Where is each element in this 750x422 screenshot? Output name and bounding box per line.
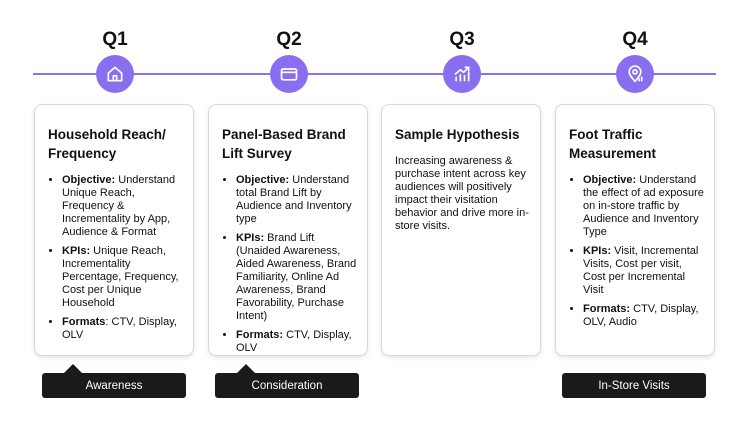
timeline-node-q4 xyxy=(616,55,654,93)
card-icon xyxy=(280,68,298,81)
item-term: Formats: xyxy=(583,303,631,315)
item-term: Objective: xyxy=(583,174,637,186)
card-title: Sample Hypothesis xyxy=(395,127,520,142)
list-item: Formats: CTV, Display, OLV xyxy=(62,316,183,342)
card-q1: Household Reach/ Frequency Objective: Un… xyxy=(34,104,194,356)
item-term: Objective: xyxy=(62,174,116,186)
item-text: CTV, Display, OLV xyxy=(236,329,352,354)
home-icon xyxy=(107,66,123,82)
card-title: Foot Traffic Measurement xyxy=(569,127,657,161)
item-term: KPIs: xyxy=(236,232,265,244)
item-text: : CTV, Display, OLV xyxy=(62,316,177,341)
list-item: Objective: Understand Unique Reach, Freq… xyxy=(62,174,183,239)
item-text: Understand Unique Reach, Frequency & Inc… xyxy=(62,174,176,238)
quarter-label-q1: Q1 xyxy=(102,29,128,50)
card-list: Objective: Understand the effect of ad e… xyxy=(569,174,704,329)
card-list: Objective: Understand total Brand Lift b… xyxy=(222,174,357,355)
quarter-label-q4: Q4 xyxy=(622,29,648,50)
list-item: KPIs: Visit, Incremental Visits, Cost pe… xyxy=(583,245,704,297)
card-q2: Panel-Based Brand Lift Survey Objective:… xyxy=(208,104,368,356)
timeline-node-q3 xyxy=(443,55,481,93)
tag-label: In-Store Visits xyxy=(598,379,670,392)
item-text: Unique Reach, Incrementality Percentage,… xyxy=(62,245,179,309)
item-term: Objective: xyxy=(236,174,290,186)
card-title: Panel-Based Brand Lift Survey xyxy=(222,127,346,161)
card-title: Household Reach/ Frequency xyxy=(48,127,166,161)
growth-chart-icon xyxy=(454,66,470,82)
quarter-label-q3: Q3 xyxy=(449,29,475,50)
stage-tag-awareness: Awareness xyxy=(42,364,186,398)
timeline-node-q2 xyxy=(270,55,308,93)
list-item: Formats: CTV, Display, OLV, Audio xyxy=(583,303,704,329)
card-q4: Foot Traffic Measurement Objective: Unde… xyxy=(555,104,715,356)
item-text: Visit, Incremental Visits, Cost per visi… xyxy=(583,245,699,296)
quarter-label-q2: Q2 xyxy=(276,29,302,50)
item-term: Formats: xyxy=(236,329,284,341)
list-item: KPIs: Brand Lift (Unaided Awareness, Aid… xyxy=(236,232,357,323)
location-pin-icon xyxy=(628,65,643,83)
item-text: Understand total Brand Lift by Audience … xyxy=(236,174,352,225)
list-item: Objective: Understand the effect of ad e… xyxy=(583,174,704,239)
timeline-line xyxy=(33,73,716,75)
item-term: KPIs: xyxy=(62,245,91,257)
stage-tag-in-store-visits: In-Store Visits xyxy=(562,373,706,398)
tag-label: Awareness xyxy=(85,379,143,392)
stage-tag-consideration: Consideration xyxy=(215,364,359,398)
list-item: Formats: CTV, Display, OLV xyxy=(236,329,357,355)
list-item: Objective: Understand total Brand Lift b… xyxy=(236,174,357,226)
item-text: CTV, Display, OLV, Audio xyxy=(583,303,699,328)
list-item: KPIs: Unique Reach, Incrementality Perce… xyxy=(62,245,183,310)
card-list: Objective: Understand Unique Reach, Freq… xyxy=(48,174,183,342)
tag-pointer xyxy=(237,364,255,373)
tag-label: Consideration xyxy=(251,379,323,392)
item-text: Understand the effect of ad exposure on … xyxy=(583,174,704,238)
item-term: KPIs: xyxy=(583,245,612,257)
item-text: Brand Lift (Unaided Awareness, Aided Awa… xyxy=(236,232,357,322)
card-q3: Sample Hypothesis Increasing awareness &… xyxy=(381,104,541,356)
hypothesis-text: Increasing awareness & purchase intent a… xyxy=(395,155,529,232)
item-term: Formats xyxy=(62,316,106,328)
timeline-node-q1 xyxy=(96,55,134,93)
tag-pointer xyxy=(64,364,82,373)
